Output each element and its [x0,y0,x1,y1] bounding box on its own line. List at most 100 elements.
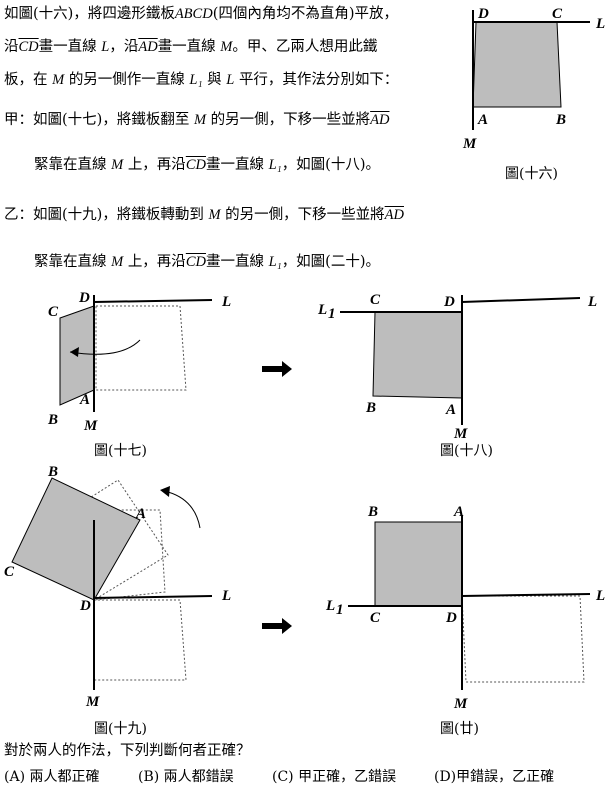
segment-cd: CD [18,39,39,55]
original-plate-dotted [95,305,187,391]
segment-cd: CD [185,157,206,173]
label-c: C [370,610,381,626]
text: 緊靠在直線 [34,157,107,173]
label-l: L [595,16,605,32]
label-d: D [477,6,489,22]
question-line-3: 板，在 M 的另一側作一直線 L₁ 與 L 平行，其作法分別如下： [4,70,398,90]
text: 如圖(十六)，將四邊形鐵板 [4,6,175,22]
line-l1: L₁ [189,72,203,88]
label-l1-subscript: 1 [328,306,336,322]
label-m: M [85,694,100,710]
question-prompt: 對於兩人的作法，下列判斷何者正確？ [4,743,251,759]
line-l: L [101,39,110,55]
arrow-right-icon [262,618,292,634]
label-c: C [370,292,381,308]
label-c: C [552,6,563,22]
segment-cd: CD [185,254,206,270]
line-m: M [52,72,65,88]
label-m: M [453,426,468,442]
text: 上，再沿 [127,254,186,270]
plate-moved [372,311,463,399]
quad-name: ABCD [174,6,213,22]
text: 。甲、乙兩人想用此鐵 [232,39,378,55]
segment-ad: AD [138,39,158,55]
arrow-head [160,486,170,497]
label-l1-subscript: 1 [336,602,344,618]
plate-moved [374,521,463,607]
text: (四個內角均不為直角)平放， [212,6,399,22]
text: 平行，其作法分別如下： [238,72,399,88]
text: 沿 [4,39,19,55]
original-plate-dotted [461,595,585,683]
text: 緊靠在直線 [34,254,107,270]
label-b: B [367,504,378,520]
line-l [93,299,213,303]
label-d: D [445,610,457,626]
line-l: L [226,72,235,88]
label-d: D [79,598,91,614]
line-m: M [193,112,207,128]
segment-ad: AD [384,207,404,223]
line-l [461,593,591,597]
caption-fig18: 圖(十八) [440,443,493,459]
original-plate-dotted [93,599,187,681]
label-m: M [83,418,98,434]
label-a: A [453,504,464,520]
text: 畫一直線 [205,254,264,270]
label-d: D [78,290,90,306]
line-l1: L₁ [268,157,282,173]
label-l1: L [317,302,327,318]
label-l: L [587,294,597,310]
label-m: M [453,696,468,712]
label-a: A [445,402,456,418]
line-m: M [220,39,233,55]
text: 與 [207,72,222,88]
rotate-arrow [167,491,201,529]
text: ，沿 [109,39,139,55]
choice-c[interactable]: (C) 甲正確，乙錯誤 [272,769,397,785]
text: 的另一側，下移一些並將 [225,207,385,223]
question-line-7: 緊靠在直線 M 上，再沿CD畫一直線 L₁，如圖(二十)。 [34,252,380,272]
line-l [461,297,581,303]
flip-arrow [69,339,141,355]
label-d: D [443,294,455,310]
text: 畫一直線 [38,39,97,55]
line-l [93,595,213,599]
text: 畫一直線 [157,39,216,55]
figure-18: L 1 C D L B A M [317,292,597,442]
text: 的另一側作一直線 [68,72,185,88]
line-l1: L₁ [268,254,282,270]
line-m: M [111,157,124,173]
label-c: C [48,304,59,320]
question-line-5: 緊靠在直線 M 上，再沿CD畫一直線 L₁，如圖(十八)。 [34,155,380,175]
label-a: A [477,112,488,128]
caption-fig17: 圖(十七) [94,443,147,459]
label-b: B [47,464,58,480]
label-l: L [221,588,231,604]
label-l1: L [325,598,335,614]
label-m: M [462,136,477,152]
figure-16: D C L A B M [462,6,605,152]
label-b: B [365,400,376,416]
choice-b[interactable]: (B) 兩人都錯誤 [138,769,234,785]
figure-19: B A C D L M [4,464,231,710]
text: ，如圖(二十)。 [281,254,381,270]
line-m: M [208,207,221,223]
figure-17: D C L A B M [47,290,231,434]
arrow-right-icon [262,361,292,377]
text: 乙：如圖(十九)，將鐵板轉動到 [4,207,204,223]
label-l: L [221,294,231,310]
figure-20: B A L 1 C D L M [325,504,605,712]
label-c: C [4,564,15,580]
question-line-1: 如圖(十六)，將四邊形鐵板ABCD(四個內角均不為直角)平放， [4,4,398,24]
label-a: A [79,392,90,408]
text: 甲：如圖(十七)，將鐵板翻至 [4,112,190,128]
text: 畫一直線 [205,157,264,173]
text: 板，在 [4,72,48,88]
question-line-6: 乙：如圖(十九)，將鐵板轉動到 M 的另一側，下移一些並將AD [4,205,404,225]
caption-fig20: 圖(廿) [440,721,479,737]
text: 上，再沿 [127,157,186,173]
label-b: B [47,412,58,428]
choice-a[interactable]: (A) 兩人都正確 [4,769,100,785]
choice-d[interactable]: (D)甲錯誤，乙正確 [434,769,555,785]
